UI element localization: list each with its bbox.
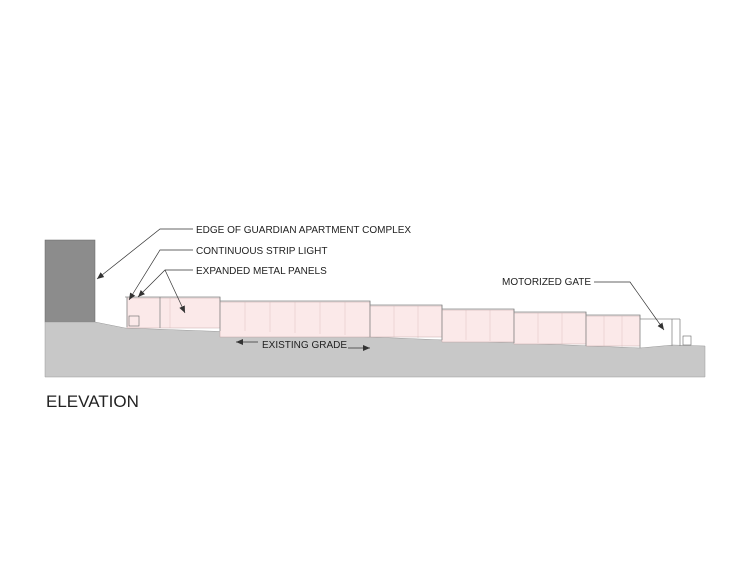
entry-box bbox=[128, 315, 140, 327]
panel-bay-1 bbox=[126, 297, 221, 329]
panel-bay-6 bbox=[585, 315, 641, 347]
panel-bay-4 bbox=[441, 309, 515, 343]
panel-bay-3 bbox=[369, 305, 443, 338]
panel-bay-5 bbox=[513, 312, 587, 345]
metal-panels-leader-2 bbox=[164, 269, 186, 314]
apartment-complex-wall bbox=[44, 239, 96, 323]
existing-grade-label: EXISTING GRADE bbox=[262, 340, 347, 351]
metal-panels-label: EXPANDED METAL PANELS bbox=[196, 266, 327, 277]
roof-line bbox=[125, 296, 680, 320]
edge-of-complex-label: EDGE OF GUARDIAN APARTMENT COMPLEX bbox=[196, 225, 411, 236]
drawing-title: ELEVATION bbox=[46, 392, 139, 411]
motorized-gate-label: MOTORIZED GATE bbox=[502, 277, 591, 288]
ground-section bbox=[44, 321, 706, 378]
strip-light-label: CONTINUOUS STRIP LIGHT bbox=[196, 246, 328, 257]
canopy-structure bbox=[125, 296, 692, 348]
motorized-gate-leader bbox=[594, 281, 665, 331]
gate-post bbox=[682, 335, 692, 346]
metal-panels-leader bbox=[137, 269, 193, 298]
strip-light-leader bbox=[128, 249, 193, 301]
edge-of-complex-leader bbox=[96, 228, 193, 280]
